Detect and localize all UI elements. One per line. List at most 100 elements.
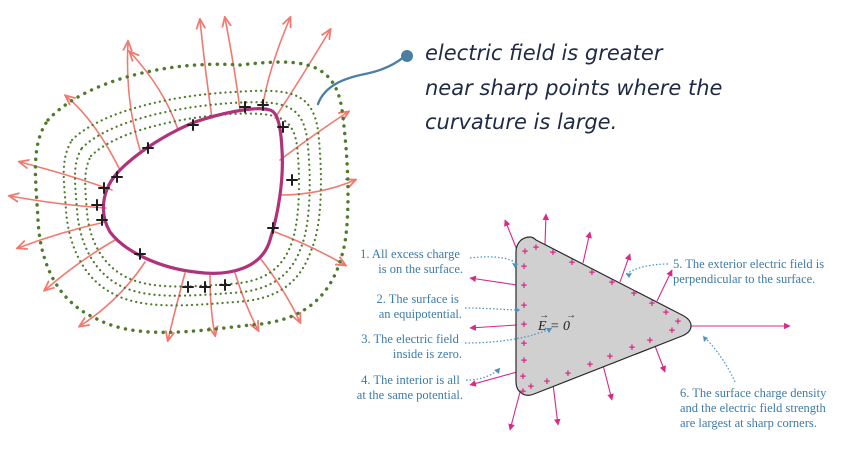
sketch-field-line [279,180,355,196]
plus-charge-icon: + [521,280,527,292]
plus-charge-icon: + [520,386,526,398]
textbook-field-arrow [542,213,550,246]
sketch-field-line [10,196,107,209]
leader-c6 [702,335,736,383]
annotation-line-2: near sharp points where the [425,76,722,100]
textbook-field-arrow [504,219,518,251]
plus-charge-icon: + [607,351,613,363]
plus-charge-icon: + [521,338,527,350]
plus-charge-icon: + [544,376,550,388]
sketch-field-line [80,261,146,326]
equipotential-outer [33,60,350,335]
sketch-field-line [279,112,348,161]
sketch-conductor-drawing [10,18,355,340]
sketch-field-line [128,42,141,151]
caption-4: 4. The interior is all at the same poten… [357,373,463,402]
equipotential-2 [62,89,323,307]
leader-c1 [469,256,519,265]
annotation-pointer [316,54,407,106]
plus-charge-icon: + [631,288,637,300]
leader-c3 [464,327,553,344]
leader-c5 [625,263,669,275]
sketch-field-line [45,239,116,290]
plus-charge-icon: + [522,246,528,258]
textbook-field-arrow [469,275,518,286]
sketch-field-line [130,52,179,131]
plus-charge-icon: + [675,316,681,328]
plus-charge-icon: + [521,355,527,367]
plus-charge-icon: + [587,359,593,371]
textbook-surface-charges: ++++++++++++++++++++++++++ [520,242,681,398]
plus-charge-icon: + [569,257,575,269]
textbook-field-arrow [469,324,518,331]
sketch-field-line [168,272,186,340]
equipotential-3 [73,101,311,297]
plus-charge-icon: + [669,325,675,337]
plus-charge-icon: + [609,277,615,289]
sketch-charge-icon [111,171,123,183]
sketch-field-line [225,18,241,111]
sketch-charge-icon [257,99,269,111]
caption-2: 2. The surface is an equipotential. [376,292,462,321]
sketch-charge-icon [98,182,110,194]
sketch-charge-icon [267,222,279,234]
caption-6: 6. The surface charge density and the el… [680,386,829,430]
sketch-charge-icon [277,121,289,133]
sketch-field-line [210,274,215,335]
sketch-charge-icon [199,281,211,293]
sketch-equipotential-lines [33,60,350,335]
sketch-field-line [259,257,300,322]
handwritten-annotation: electric field is greater near sharp poi… [316,41,722,134]
sketch-charge-icon [134,248,146,260]
annotation-bullet-icon [401,50,413,62]
annotation-line-3: curvature is large. [425,110,617,134]
vector-arrow-e-icon: → [539,310,549,321]
plus-charge-icon: + [647,335,653,347]
leader-c4 [465,367,501,381]
plus-charge-icon: + [521,319,527,331]
plus-charge-icon: + [533,242,539,254]
plus-charge-icon: + [521,300,527,312]
textbook-field-arrow [552,383,561,426]
sketch-charge-icon [187,119,199,131]
sketch-charge-icon [182,281,194,293]
textbook-field-arrow [656,269,673,302]
textbook-field-arrow [619,253,632,283]
textbook-field-arrows [469,213,791,431]
plus-charge-icon: + [629,342,635,354]
plus-charge-icon: + [528,381,534,393]
sketch-conductor-outline [101,107,284,275]
sketch-charge-icon [91,199,103,211]
plus-charge-icon: + [520,371,526,383]
sketch-field-line [261,18,290,111]
sketch-field-line [274,30,330,119]
sketch-charge-icon [286,174,298,186]
equipotential-4 [84,112,301,288]
textbook-field-arrow [582,231,592,264]
annotation-line-1: electric field is greater [425,41,664,65]
leader-c2 [464,307,521,311]
plus-charge-icon: + [663,307,669,319]
caption-1: 1. All excess charge is on the surface. [360,247,463,276]
sketch-charge-icon [219,279,231,291]
textbook-field-arrow [654,345,666,373]
sketch-field-lines [10,18,355,340]
textbook-conductor-figure: ++++++++++++++++++++++++++ E = 0 → → 1. … [357,213,829,431]
plus-charge-icon: + [649,298,655,310]
sketch-charge-icon [239,101,251,113]
sketch-field-line [18,221,106,248]
caption-5: 5. The exterior electric field is perpen… [673,257,827,286]
sketch-field-line [200,20,213,119]
leader-arrowheads [494,263,708,374]
sketch-charge-icon [142,142,154,154]
sketch-field-line [274,231,345,265]
textbook-field-arrow [469,371,518,387]
sketch-surface-charges [91,99,298,293]
textbook-field-arrow [508,391,521,431]
plus-charge-icon: + [550,247,556,259]
plus-charge-icon: + [589,267,595,279]
sketch-field-line [234,272,258,330]
vector-arrow-zero-icon: → [566,310,576,321]
sketch-charge-icon [96,214,108,226]
